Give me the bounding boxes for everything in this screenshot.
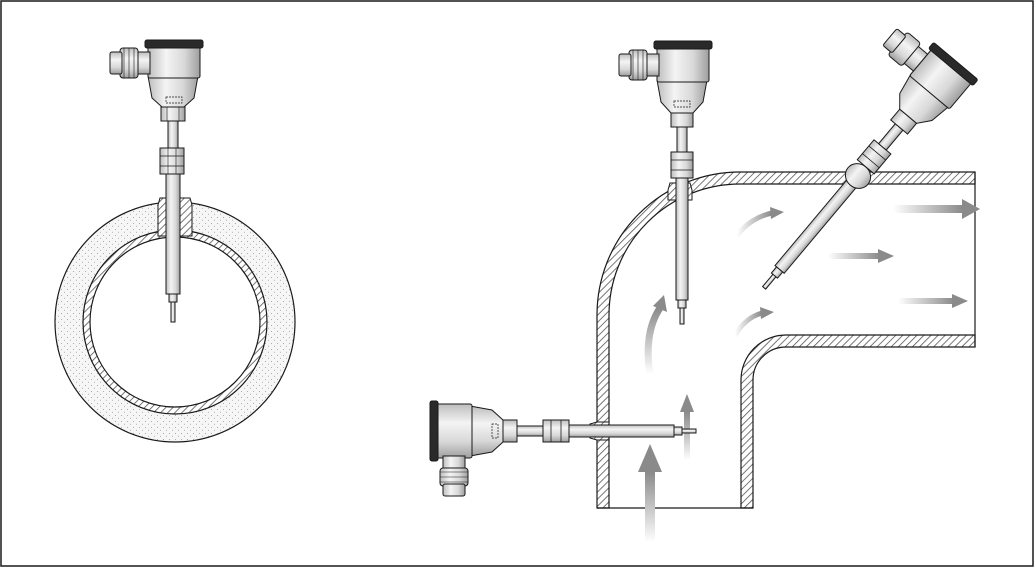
transmitter-head-cap [147,43,201,79]
head-lid [928,42,978,86]
extension-neck [167,119,179,149]
head-lid [429,400,439,462]
head-hex-nut [160,106,186,122]
sensor-tip [761,273,777,290]
gland-cap [883,28,906,53]
pipe-elbow [596,171,976,509]
compression-fitting [159,147,185,175]
sensor-vertical-left [109,39,204,323]
flow-arrow [734,207,784,238]
sensor-rod [565,424,675,438]
sensor-horizontal [429,400,697,497]
head-hex-nut [502,419,518,443]
sensor-vertical-elbow [618,40,713,325]
extension-neck [516,425,544,437]
extension-neck [676,125,688,153]
gland-cap [442,483,466,497]
flow-arrows [638,199,980,542]
compression-fitting [542,419,570,443]
flow-arrow [732,307,774,338]
gland-cap [109,51,123,75]
sensor-tip-shoulder [677,299,687,309]
sensor-tip [170,301,176,323]
head-lid [653,40,713,50]
transmitter-head-cap [656,45,710,83]
compression-fitting [670,151,694,179]
flow-arrow [680,394,694,460]
head-hex-nut [670,112,694,128]
flow-arrow [828,249,894,263]
sensor-tip [679,307,685,325]
flow-arrow [893,199,980,219]
sensor-rod [675,175,689,301]
head-lid [144,39,204,49]
sensor-angled-elbow [761,28,978,290]
flow-arrow [898,294,968,308]
sensor-tip [681,428,697,434]
flow-arrow [644,295,667,375]
transmitter-head-cap [435,403,473,459]
sensor-tip-shoulder [673,426,683,436]
sensor-tip-shoulder [168,293,178,303]
flow-arrow [638,444,662,542]
gland-cap [618,53,632,77]
sensor-rod [165,171,181,295]
